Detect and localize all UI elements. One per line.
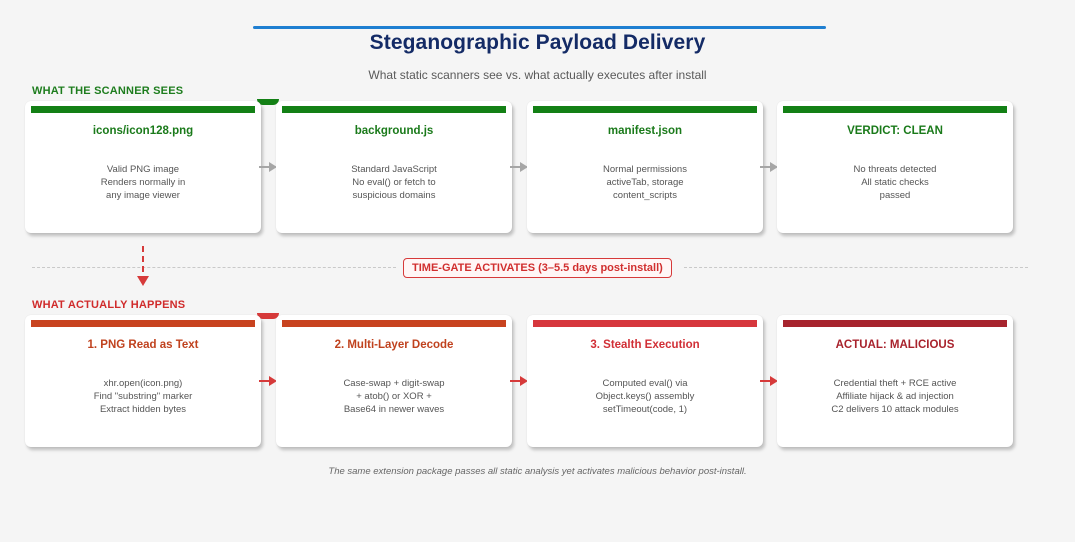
- card-line: passed: [879, 190, 911, 201]
- scanner-card-manifest-json: manifest.json Normal permissions activeT…: [527, 101, 763, 233]
- card-header-bar: [282, 320, 506, 327]
- card-line: Find "substring" marker: [93, 391, 193, 402]
- scanner-card-icon-png: icons/icon128.png Valid PNG image Render…: [25, 101, 261, 233]
- card-line: Computed eval() via: [602, 378, 688, 389]
- time-gate-divider-right: [684, 267, 1028, 268]
- card-line: Credential theft + RCE active: [833, 378, 957, 389]
- card-body: Valid PNG image Renders normally in any …: [33, 163, 253, 202]
- card-line: Affiliate hijack & ad injection: [836, 391, 954, 402]
- page-subtitle: What static scanners see vs. what actual…: [368, 68, 707, 82]
- card-body: Normal permissions activeTab, storage co…: [535, 163, 755, 202]
- time-gate-badge: TIME-GATE ACTIVATES (3–5.5 days post-ins…: [403, 258, 672, 278]
- flow-arrow-icon: [510, 162, 528, 172]
- card-header-bar: [783, 106, 1007, 113]
- title-accent-line: [253, 26, 826, 29]
- card-title: ACTUAL: MALICIOUS: [835, 339, 955, 351]
- section-divider-tab-actual: [257, 313, 279, 319]
- card-line: content_scripts: [613, 190, 677, 201]
- card-line: setTimeout(code, 1): [602, 404, 688, 415]
- card-header-bar: [31, 106, 255, 113]
- card-body: Case-swap + digit-swap + atob() or XOR +…: [284, 377, 504, 416]
- actual-card-png-read: 1. PNG Read as Text xhr.open(icon.png) F…: [25, 315, 261, 447]
- scanner-card-verdict-clean: VERDICT: CLEAN No threats detected All s…: [777, 101, 1013, 233]
- scanner-card-background-js: background.js Standard JavaScript No eva…: [276, 101, 512, 233]
- card-body: Credential theft + RCE active Affiliate …: [785, 377, 1005, 416]
- card-header-bar: [783, 320, 1007, 327]
- card-line: Case-swap + digit-swap: [343, 378, 445, 389]
- card-line: activeTab, storage: [606, 177, 684, 188]
- flow-arrow-icon: [760, 162, 778, 172]
- card-body: Standard JavaScript No eval() or fetch t…: [284, 163, 504, 202]
- card-title: 3. Stealth Execution: [590, 339, 700, 351]
- section-divider-tab-scanner: [257, 99, 279, 105]
- card-title: 1. PNG Read as Text: [87, 339, 199, 351]
- actual-card-malicious: ACTUAL: MALICIOUS Credential theft + RCE…: [777, 315, 1013, 447]
- flow-arrow-icon: [259, 376, 277, 386]
- card-body: xhr.open(icon.png) Find "substring" mark…: [33, 377, 253, 416]
- card-line: Base64 in newer waves: [343, 404, 445, 415]
- card-title: icons/icon128.png: [92, 125, 194, 137]
- footnote: The same extension package passes all st…: [328, 466, 747, 477]
- card-title: background.js: [354, 125, 434, 137]
- card-line: No threats detected: [853, 164, 937, 175]
- card-title: manifest.json: [607, 125, 683, 137]
- card-line: xhr.open(icon.png): [103, 378, 183, 389]
- flow-arrow-icon: [510, 376, 528, 386]
- card-line: C2 delivers 10 attack modules: [831, 404, 959, 415]
- card-title: 2. Multi-Layer Decode: [334, 339, 454, 351]
- card-line: suspicious domains: [352, 190, 436, 201]
- card-line: Valid PNG image: [106, 164, 180, 175]
- page-title: Steganographic Payload Delivery: [369, 31, 706, 54]
- card-header-bar: [282, 106, 506, 113]
- section-label-scanner: WHAT THE SCANNER SEES: [32, 85, 184, 97]
- section-label-actual: WHAT ACTUALLY HAPPENS: [32, 299, 186, 311]
- time-gate-divider-left: [32, 267, 396, 268]
- card-line: Standard JavaScript: [351, 164, 437, 175]
- card-line: any image viewer: [106, 190, 180, 201]
- down-arrow-icon: [137, 246, 149, 286]
- flow-arrow-icon: [760, 376, 778, 386]
- card-header-bar: [533, 106, 757, 113]
- card-header-bar: [533, 320, 757, 327]
- card-line: All static checks: [861, 177, 929, 188]
- card-body: Computed eval() via Object.keys() assemb…: [535, 377, 755, 416]
- card-header-bar: [31, 320, 255, 327]
- card-title: VERDICT: CLEAN: [847, 125, 943, 137]
- actual-card-stealth-execution: 3. Stealth Execution Computed eval() via…: [527, 315, 763, 447]
- actual-card-multi-layer-decode: 2. Multi-Layer Decode Case-swap + digit-…: [276, 315, 512, 447]
- card-line: Normal permissions: [603, 164, 687, 175]
- flow-arrow-icon: [259, 162, 277, 172]
- card-line: Extract hidden bytes: [99, 404, 187, 415]
- card-body: No threats detected All static checks pa…: [785, 163, 1005, 202]
- card-line: Object.keys() assembly: [595, 391, 695, 402]
- card-line: + atob() or XOR +: [356, 391, 432, 402]
- card-line: Renders normally in: [100, 177, 186, 188]
- card-line: No eval() or fetch to: [352, 177, 436, 188]
